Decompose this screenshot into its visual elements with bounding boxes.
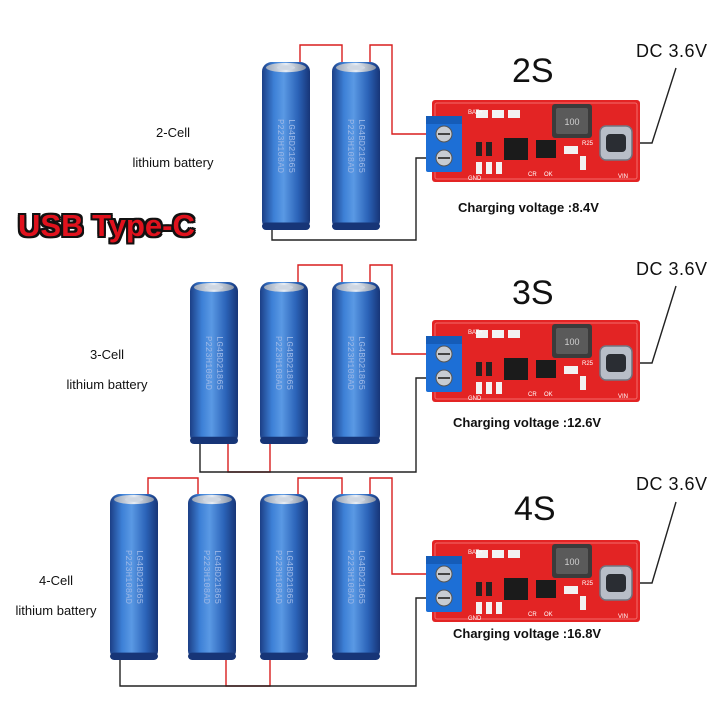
charging-voltage-4s: Charging voltage :16.8V bbox=[453, 626, 602, 641]
series-label-3s: 3S bbox=[512, 274, 554, 312]
battery-print-line2: P223H108AD bbox=[345, 119, 355, 173]
battery-print-line2: P223H108AD bbox=[273, 336, 283, 390]
dc-input-label-2s: DC 3.6V bbox=[636, 41, 708, 61]
battery-print-line1: LG4BD21865 bbox=[214, 336, 224, 390]
page-title: USB Type-C bbox=[18, 208, 195, 243]
series-link-wire bbox=[225, 656, 271, 687]
battery-print-line1: LG4BD21865 bbox=[356, 336, 366, 390]
battery-print-line2: P223H108AD bbox=[345, 336, 355, 390]
cell-label-line1: 3-Cell bbox=[90, 347, 124, 362]
battery-print-line1: LG4BD21865 bbox=[286, 119, 296, 173]
charging-voltage-2s: Charging voltage :8.4V bbox=[458, 200, 599, 215]
series-link-wire bbox=[297, 477, 343, 498]
charger-board-layer bbox=[425, 99, 641, 623]
battery-cell-3s-1 bbox=[190, 282, 238, 444]
battery-print-line1: LG4BD21865 bbox=[356, 119, 366, 173]
dc-input-label-3s: DC 3.6V bbox=[636, 259, 708, 279]
charging-voltage-3s: Charging voltage :12.6V bbox=[453, 415, 602, 430]
battery-print-line2: P223H108AD bbox=[123, 550, 133, 604]
battery-print-line2: P223H108AD bbox=[203, 336, 213, 390]
battery-print-line2: P223H108AD bbox=[201, 550, 211, 604]
cell-label-4s: 4-Cell lithium battery bbox=[0, 566, 112, 626]
series-link-wire bbox=[227, 440, 271, 473]
dc-input-label-4s: DC 3.6V bbox=[636, 474, 708, 494]
battery-cell-4s-2 bbox=[188, 494, 236, 660]
battery-print-line2: P223H108AD bbox=[345, 550, 355, 604]
charger-board-3s bbox=[425, 319, 641, 403]
battery-cell-3s-3 bbox=[332, 282, 380, 444]
wire-layer bbox=[119, 44, 677, 687]
battery-print-line1: LG4BD21865 bbox=[284, 336, 294, 390]
bat-negative-wire bbox=[271, 157, 426, 241]
series-label-2s: 2S bbox=[512, 52, 554, 90]
battery-cell-2s-2 bbox=[332, 62, 380, 231]
series-link-wire bbox=[297, 264, 343, 286]
battery-print-line1: LG4BD21865 bbox=[356, 550, 366, 604]
bat-negative-wire bbox=[119, 597, 426, 687]
bat-positive-wire bbox=[369, 477, 426, 575]
cell-label-line1: 2-Cell bbox=[156, 125, 190, 140]
battery-cell-2s-1 bbox=[262, 62, 310, 231]
battery-cell-4s-1 bbox=[110, 494, 158, 660]
battery-print-line1: LG4BD21865 bbox=[134, 550, 144, 604]
cell-label-line2: lithium battery bbox=[66, 377, 148, 392]
battery-print-line1: LG4BD21865 bbox=[212, 550, 222, 604]
bat-positive-wire bbox=[369, 264, 426, 355]
bat-positive-wire bbox=[369, 44, 426, 135]
battery-print-line1: LG4BD21865 bbox=[284, 550, 294, 604]
battery-print-line2: P223H108AD bbox=[273, 550, 283, 604]
bat-negative-wire bbox=[199, 377, 426, 473]
cell-label-line1: 4-Cell bbox=[39, 573, 73, 588]
battery-cell-4s-4 bbox=[332, 494, 380, 660]
battery-cell-3s-2 bbox=[260, 282, 308, 444]
battery-print-line2: P223H108AD bbox=[275, 119, 285, 173]
battery-cell-4s-3 bbox=[260, 494, 308, 660]
series-link-wire bbox=[299, 44, 343, 66]
charger-board-4s bbox=[425, 539, 641, 623]
series-link-wire bbox=[147, 477, 199, 498]
cell-label-line2: lithium battery bbox=[132, 155, 214, 170]
series-label-4s: 4S bbox=[514, 490, 556, 528]
charger-board-2s bbox=[425, 99, 641, 183]
cell-label-2s: 2-Cell lithium battery bbox=[118, 118, 228, 178]
cell-label-3s: 3-Cell lithium battery bbox=[52, 340, 162, 400]
cell-label-line2: lithium battery bbox=[15, 603, 97, 618]
